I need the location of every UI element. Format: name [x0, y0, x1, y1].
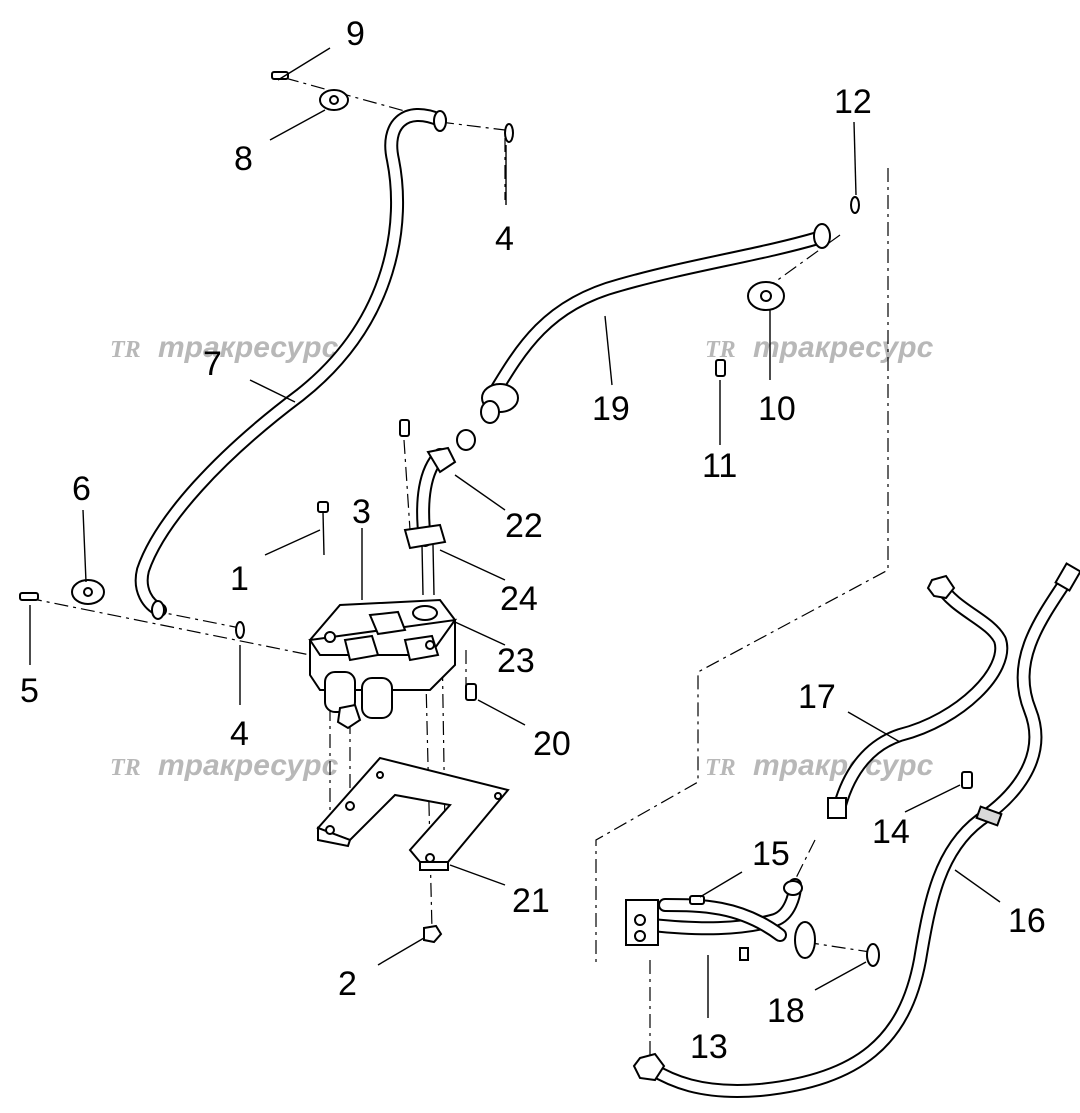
callout-3: 3 [352, 493, 371, 531]
valve-spool [361, 677, 393, 719]
hose-16 [632, 562, 1080, 1098]
hose-16-fitting [1054, 562, 1080, 592]
bolt-15 [689, 895, 705, 905]
callout-5: 5 [20, 672, 39, 710]
flange-10 [747, 281, 785, 311]
callout-9: 9 [346, 15, 365, 53]
callout-14: 14 [872, 813, 910, 851]
hose-7-fitting-top [433, 110, 447, 132]
callout-2: 2 [338, 965, 357, 1003]
callout-4-top: 4 [495, 220, 514, 258]
pipe-13-bolt-hole [634, 914, 646, 926]
valve-bolt [324, 631, 336, 643]
flange-6 [71, 579, 105, 605]
flange-19-end [480, 383, 519, 424]
oring-12 [850, 196, 860, 214]
callout-15: 15 [752, 835, 790, 873]
callout-17: 17 [798, 678, 836, 716]
callout-4-lower: 4 [230, 715, 249, 753]
bolt-5 [19, 592, 39, 601]
hose-17-nut-bottom [827, 797, 847, 819]
valve-plug [336, 703, 362, 730]
bolt-14 [961, 771, 973, 789]
bolt-1 [317, 501, 329, 556]
watermark-top-right: TR тракресурс [705, 331, 934, 364]
bracket-21 [316, 756, 510, 871]
callout-6: 6 [72, 470, 91, 508]
hose-19 [483, 223, 831, 407]
oring-18 [866, 943, 880, 967]
flange-22 [403, 446, 457, 550]
callout-21: 21 [512, 882, 550, 920]
assembly-lines [27, 77, 889, 1055]
leader-lines [29, 47, 1001, 1018]
oring-near-22 [456, 429, 476, 451]
callout-11: 11 [702, 447, 737, 485]
oring-4-top [504, 123, 514, 143]
oring-4-lower [235, 621, 245, 639]
pipe-13-stud [739, 947, 749, 961]
pipe-13-fitting [783, 880, 803, 896]
bolt-20 [465, 683, 477, 701]
pipe-13 [625, 878, 816, 961]
bolt-11 [715, 359, 726, 377]
callout-10: 10 [758, 390, 796, 428]
watermark-bottom-left: TR тракресурс [110, 749, 339, 782]
pipe-13-flange-end [794, 921, 816, 959]
studs-24 [421, 544, 435, 596]
callout-7: 7 [203, 345, 222, 383]
hose-17-nut-top [926, 574, 956, 600]
nut-2 [423, 924, 443, 944]
watermark-logo: TR [110, 337, 141, 363]
hose-7-fitting-bottom [151, 600, 165, 620]
callout-13: 13 [690, 1028, 728, 1066]
watermark-logo: TR [705, 755, 736, 781]
hose-16-clamp [975, 805, 1003, 827]
watermark-bottom-right: TR тракресурс [705, 749, 934, 782]
callout-1: 1 [230, 560, 249, 598]
callout-8: 8 [234, 140, 253, 178]
valve-port-flange [368, 610, 407, 636]
callout-numbers: 9 8 4 7 6 5 4 1 3 22 24 23 20 21 2 19 11… [20, 15, 1046, 1066]
pipe-13-bolt-hole [634, 930, 646, 942]
valve-block-3 [308, 598, 458, 730]
flange-8 [319, 89, 349, 111]
hose-19-fitting [813, 223, 831, 249]
watermark-logo: TR [110, 755, 141, 781]
valve-bolt [425, 640, 435, 650]
callout-16: 16 [1008, 902, 1046, 940]
watermark-text: тракресурс [158, 331, 339, 364]
hose-7 [134, 108, 447, 620]
valve-port-flange [343, 634, 380, 662]
hose-17 [827, 574, 1009, 819]
oring-23 [412, 605, 438, 621]
watermark-text: тракресурс [753, 331, 934, 364]
callout-20: 20 [533, 725, 571, 763]
watermark-text: тракресурс [753, 749, 934, 782]
callout-22: 22 [505, 507, 543, 545]
hose-16-nut [632, 1052, 666, 1082]
watermark-top-left: TR тракресурс [110, 331, 339, 364]
callout-23: 23 [497, 642, 535, 680]
callout-18: 18 [767, 992, 805, 1030]
watermark-text: тракресурс [158, 749, 339, 782]
watermark-logo: TR [705, 337, 736, 363]
callout-24: 24 [500, 580, 538, 618]
callout-19: 19 [592, 390, 630, 428]
callout-12: 12 [834, 83, 872, 121]
bolt-above-22 [399, 419, 410, 437]
